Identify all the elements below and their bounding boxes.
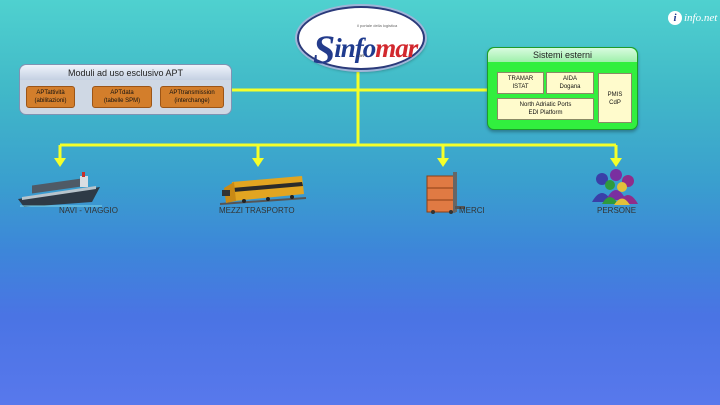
module-label: APTtransmission (169, 90, 215, 96)
category-label-ships: NAVI - VIAGGIO (59, 206, 118, 215)
module-label: APTattività (36, 90, 65, 96)
apt-modules-panel: Moduli ad uso esclusivo APT APTattività … (19, 64, 232, 115)
people-icon[interactable] (588, 166, 642, 206)
ext-box-label: TRAMAR (507, 76, 534, 82)
ext-box-sublabel: ISTAT (512, 84, 529, 90)
logo-wordmark: Sinfomar (313, 20, 418, 72)
ext-box-sublabel: CdP (609, 100, 621, 106)
ext-box-label: PMIS (607, 92, 623, 98)
logo-word-mid: info (334, 33, 376, 63)
module-sublabel: (interchange) (174, 98, 210, 104)
ext-box-label: AIDA (562, 76, 577, 82)
module-label: APTdata (110, 90, 134, 96)
corner-logo-text: info.net (684, 12, 718, 24)
logo-word-highlight: mar (375, 33, 418, 63)
module-sublabel: (tabelle SPM) (103, 98, 141, 104)
ext-panel-title: Sistemi esterni (488, 48, 637, 62)
arrow-train (252, 158, 264, 167)
apt-panel-title: Moduli ad uso esclusivo APT (20, 65, 231, 80)
cargo-icon[interactable] (423, 170, 467, 214)
ext-box-sublabel: Dogana (559, 84, 581, 90)
category-label-people: PERSONE (597, 206, 637, 215)
ext-box-nap-edi[interactable]: North Adriatic Ports EDI Platform (497, 98, 594, 120)
info-icon: i (668, 11, 682, 25)
arrow-ship (54, 158, 66, 167)
logo-tagline: il portale della logistica (357, 23, 398, 28)
ext-box-pmis[interactable]: PMIS CdP (598, 73, 632, 123)
module-sublabel: (abilitazioni) (34, 98, 67, 104)
ext-box-aida[interactable]: AIDA Dogana (546, 72, 594, 94)
sinfomar-logo[interactable]: il portale della logistica Sinfomar .net (297, 6, 425, 72)
corner-logo[interactable]: i info.net (668, 9, 717, 27)
external-systems-panel: Sistemi esterni TRAMAR ISTAT AIDA Dogana… (487, 47, 638, 130)
train-icon[interactable] (218, 168, 308, 208)
logo-initial: S (313, 27, 335, 72)
ship-icon[interactable] (14, 166, 104, 210)
ext-box-label: North Adriatic Ports (519, 102, 572, 108)
module-apt-transmission[interactable]: APTtransmission (interchange) (160, 86, 224, 108)
arrow-cargo (437, 158, 449, 167)
category-label-transport: MEZZI TRASPORTO (219, 206, 295, 215)
arrow-people (610, 158, 622, 167)
module-apt-data[interactable]: APTdata (tabelle SPM) (92, 86, 152, 108)
module-apt-attivita[interactable]: APTattività (abilitazioni) (26, 86, 75, 108)
ext-box-tramar[interactable]: TRAMAR ISTAT (497, 72, 544, 94)
logo-suffix: .net (357, 54, 365, 59)
category-label-goods: MERCI (459, 206, 485, 215)
ext-box-sublabel: EDI Platform (528, 110, 563, 116)
